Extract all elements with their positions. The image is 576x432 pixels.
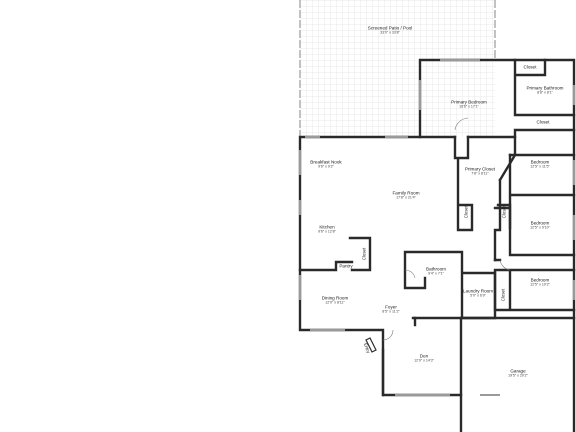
room-name: Foyer <box>385 304 397 310</box>
room-label-pantry: Pantry <box>339 263 352 268</box>
room-label-dining: Dining Room 12'0" x 8'11" <box>322 295 349 304</box>
room-name: Kitchen <box>319 224 335 230</box>
room-name: Primary Bathroom <box>526 85 564 91</box>
room-label-bathroom: Bathroom 9'4" x 7'1" <box>426 266 446 275</box>
kitchen-walls <box>298 236 372 272</box>
room-label-laundry: Laundry Room 5'0" x 6'9" <box>463 288 493 297</box>
door-swings <box>382 117 511 341</box>
room-name: Den <box>419 353 429 359</box>
room-dims: 9'6" x 9'2" <box>318 164 334 169</box>
room-name: Bedroom <box>530 159 550 165</box>
room-name: Closet <box>523 64 537 70</box>
primary-suite-walls <box>418 58 576 139</box>
windows <box>299 59 575 396</box>
room-dims: 9'4" x 7'1" <box>428 271 444 276</box>
room-name: Pantry <box>339 263 353 269</box>
garage-walls <box>459 316 576 397</box>
bedroom-walls <box>493 153 576 312</box>
room-label-bedroom-2: Bedroom 12'5" x 9'10" <box>530 220 550 229</box>
room-name: Breakfast Nook <box>310 159 342 165</box>
room-dims: 12'5" x 10'2" <box>530 282 550 287</box>
room-label-foyer: Foyer 8'5" x 11'2" <box>382 304 399 313</box>
room-label-primary-closet: Primary Closet 7'8" x 8'11" <box>465 166 495 175</box>
room-name: Family Room <box>392 190 420 196</box>
room-dims: 8'5" x 11'2" <box>382 309 400 314</box>
closet-label-bedroom-1: Closet <box>501 205 507 219</box>
room-label-den: Den 12'9" x 14'3" <box>414 353 434 362</box>
room-dims: 12'9" x 14'3" <box>414 358 434 363</box>
room-label-closet-right: Closet <box>536 119 549 124</box>
room-name: Bedroom <box>530 220 550 226</box>
room-dims: 12'5" x 11'5" <box>530 164 550 169</box>
room-label-bedroom-3: Bedroom 12'5" x 10'2" <box>530 277 550 286</box>
closet-walls <box>453 135 576 262</box>
patio-area <box>300 0 495 137</box>
room-name: Screened Patio / Pool <box>367 25 413 31</box>
room-name: Bathroom <box>426 266 446 272</box>
room-dims: 7'8" x 8'11" <box>471 171 489 176</box>
room-label-primary-bathroom: Primary Bathroom 8'8" x 8'1" <box>526 85 563 94</box>
room-label-patio: Screened Patio / Pool 33'0" x 33'8" <box>368 25 412 34</box>
room-label-garage: Garage 19'5" x 20'2" <box>508 368 528 377</box>
room-name: Laundry Room <box>462 288 494 294</box>
room-dims: 5'0" x 6'9" <box>470 293 486 298</box>
room-name: Dining Room <box>321 295 349 301</box>
room-name: Garage <box>510 368 526 374</box>
closet-nook <box>458 203 512 230</box>
room-name: Closet <box>536 119 550 125</box>
room-dims: 8'8" x 8'1" <box>537 90 553 95</box>
room-label-primary-bedroom: Primary Bedroom 16'6" x 17'1" <box>451 99 487 108</box>
room-name: Bedroom <box>530 277 550 283</box>
entry-step <box>365 337 377 353</box>
room-dims: 17'8" x 21'4" <box>396 195 416 200</box>
closet-label-primary: Closet <box>463 205 469 219</box>
room-label-kitchen: Kitchen 9'6" x 12'8" <box>318 224 336 233</box>
room-label-closet-top: Closet <box>523 64 536 69</box>
room-dims: 16'6" x 17'1" <box>459 104 479 109</box>
closet-label-kitchen: Closet <box>361 247 367 261</box>
patio-screen <box>299 0 496 137</box>
room-dims: 9'6" x 12'8" <box>318 229 336 234</box>
room-dims: 12'0" x 8'11" <box>325 300 345 305</box>
closet-label-bedroom-3: Closet <box>500 288 506 302</box>
room-name: Primary Closet <box>464 166 496 172</box>
room-label-breakfast-nook: Breakfast Nook 9'6" x 9'2" <box>310 159 341 168</box>
den-walls <box>381 316 417 397</box>
room-label-bedroom-1: Bedroom 12'5" x 11'5" <box>530 159 549 168</box>
room-dims: 12'5" x 9'10" <box>530 225 550 230</box>
room-dims: 33'0" x 33'8" <box>380 30 400 35</box>
bath-laundry-walls <box>403 250 497 320</box>
room-name: Primary Bedroom <box>451 99 487 105</box>
room-label-family-room: Family Room 17'8" x 21'4" <box>392 190 419 199</box>
room-dims: 19'5" x 20'2" <box>508 373 528 378</box>
